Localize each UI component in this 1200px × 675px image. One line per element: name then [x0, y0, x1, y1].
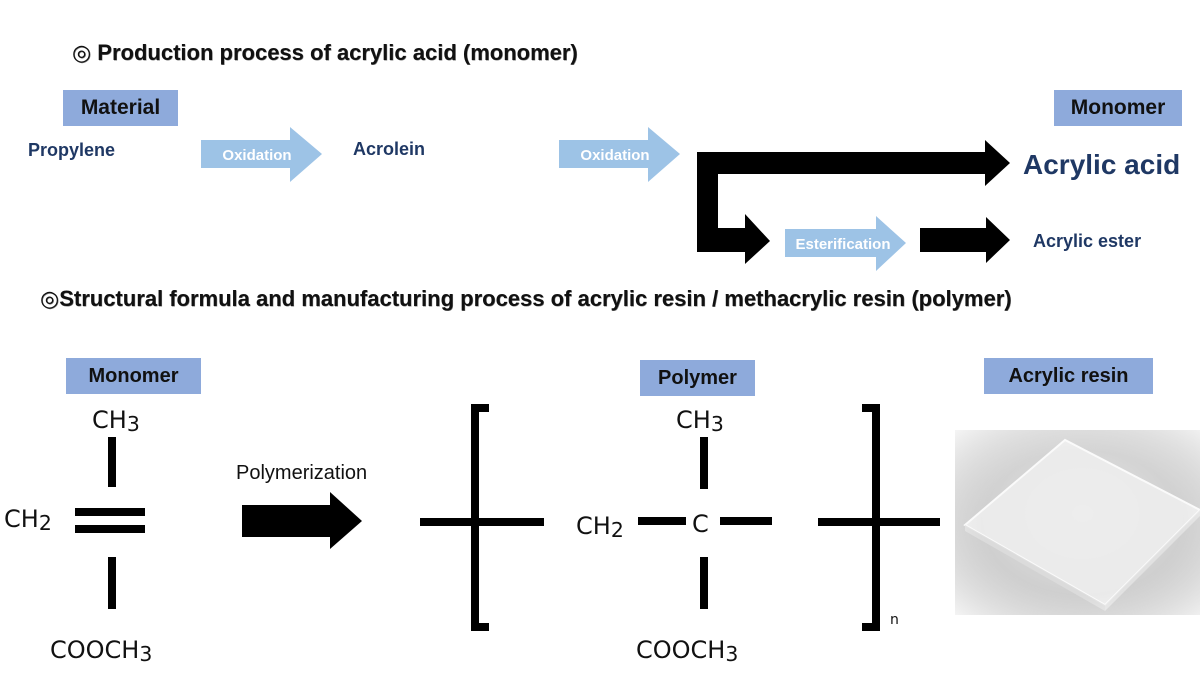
branch-arrow	[697, 140, 1010, 264]
polymer-structure-bonds	[638, 437, 772, 609]
oxidation-arrow-1: Oxidation	[201, 127, 322, 182]
polymer-c: C	[692, 510, 709, 538]
monomer-label-bottom: Monomer	[66, 358, 201, 394]
polymer-right-bracket	[818, 404, 940, 631]
monomer-structure-bonds	[75, 437, 145, 609]
acrylic-acid-text: Acrylic acid	[1023, 149, 1181, 180]
polymerization-label: Polymerization	[236, 462, 368, 484]
polymer-ch3: CH3	[676, 406, 724, 437]
oxidation-arrow-1-label: Oxidation	[222, 147, 291, 164]
material-label: Material	[63, 90, 178, 126]
monomer-label-top: Monomer	[1054, 90, 1182, 126]
monomer-ch3: CH3	[92, 406, 140, 437]
esterification-arrow-label: Esterification	[795, 236, 890, 253]
polymer-left-bracket	[420, 404, 544, 631]
monomer-ch2: CH2	[4, 505, 52, 536]
polymer-subscript-n: n	[890, 612, 899, 628]
oxidation-arrow-2-label: Oxidation	[580, 147, 649, 164]
polymer-label: Polymer	[640, 360, 755, 396]
acrylic-resin-label: Acrylic resin	[984, 358, 1153, 394]
polymer-ch2: CH2	[576, 512, 624, 543]
section1-title: ◎ Production process of acrylic acid (mo…	[72, 40, 578, 65]
esterification-arrow: Esterification	[785, 216, 906, 271]
polymerization-arrow	[242, 492, 362, 549]
polymer-cooch3: COOCH3	[636, 636, 739, 667]
acrylic-resin-photo	[955, 430, 1200, 615]
acrylic-ester-text: Acrylic ester	[1033, 231, 1142, 251]
propylene-text: Propylene	[28, 140, 116, 160]
monomer-cooch3: COOCH3	[50, 636, 153, 667]
oxidation-arrow-2: Oxidation	[559, 127, 680, 182]
acrolein-text: Acrolein	[353, 139, 426, 159]
ester-arrow	[920, 217, 1010, 263]
section2-title: ◎Structural formula and manufacturing pr…	[40, 286, 1012, 311]
